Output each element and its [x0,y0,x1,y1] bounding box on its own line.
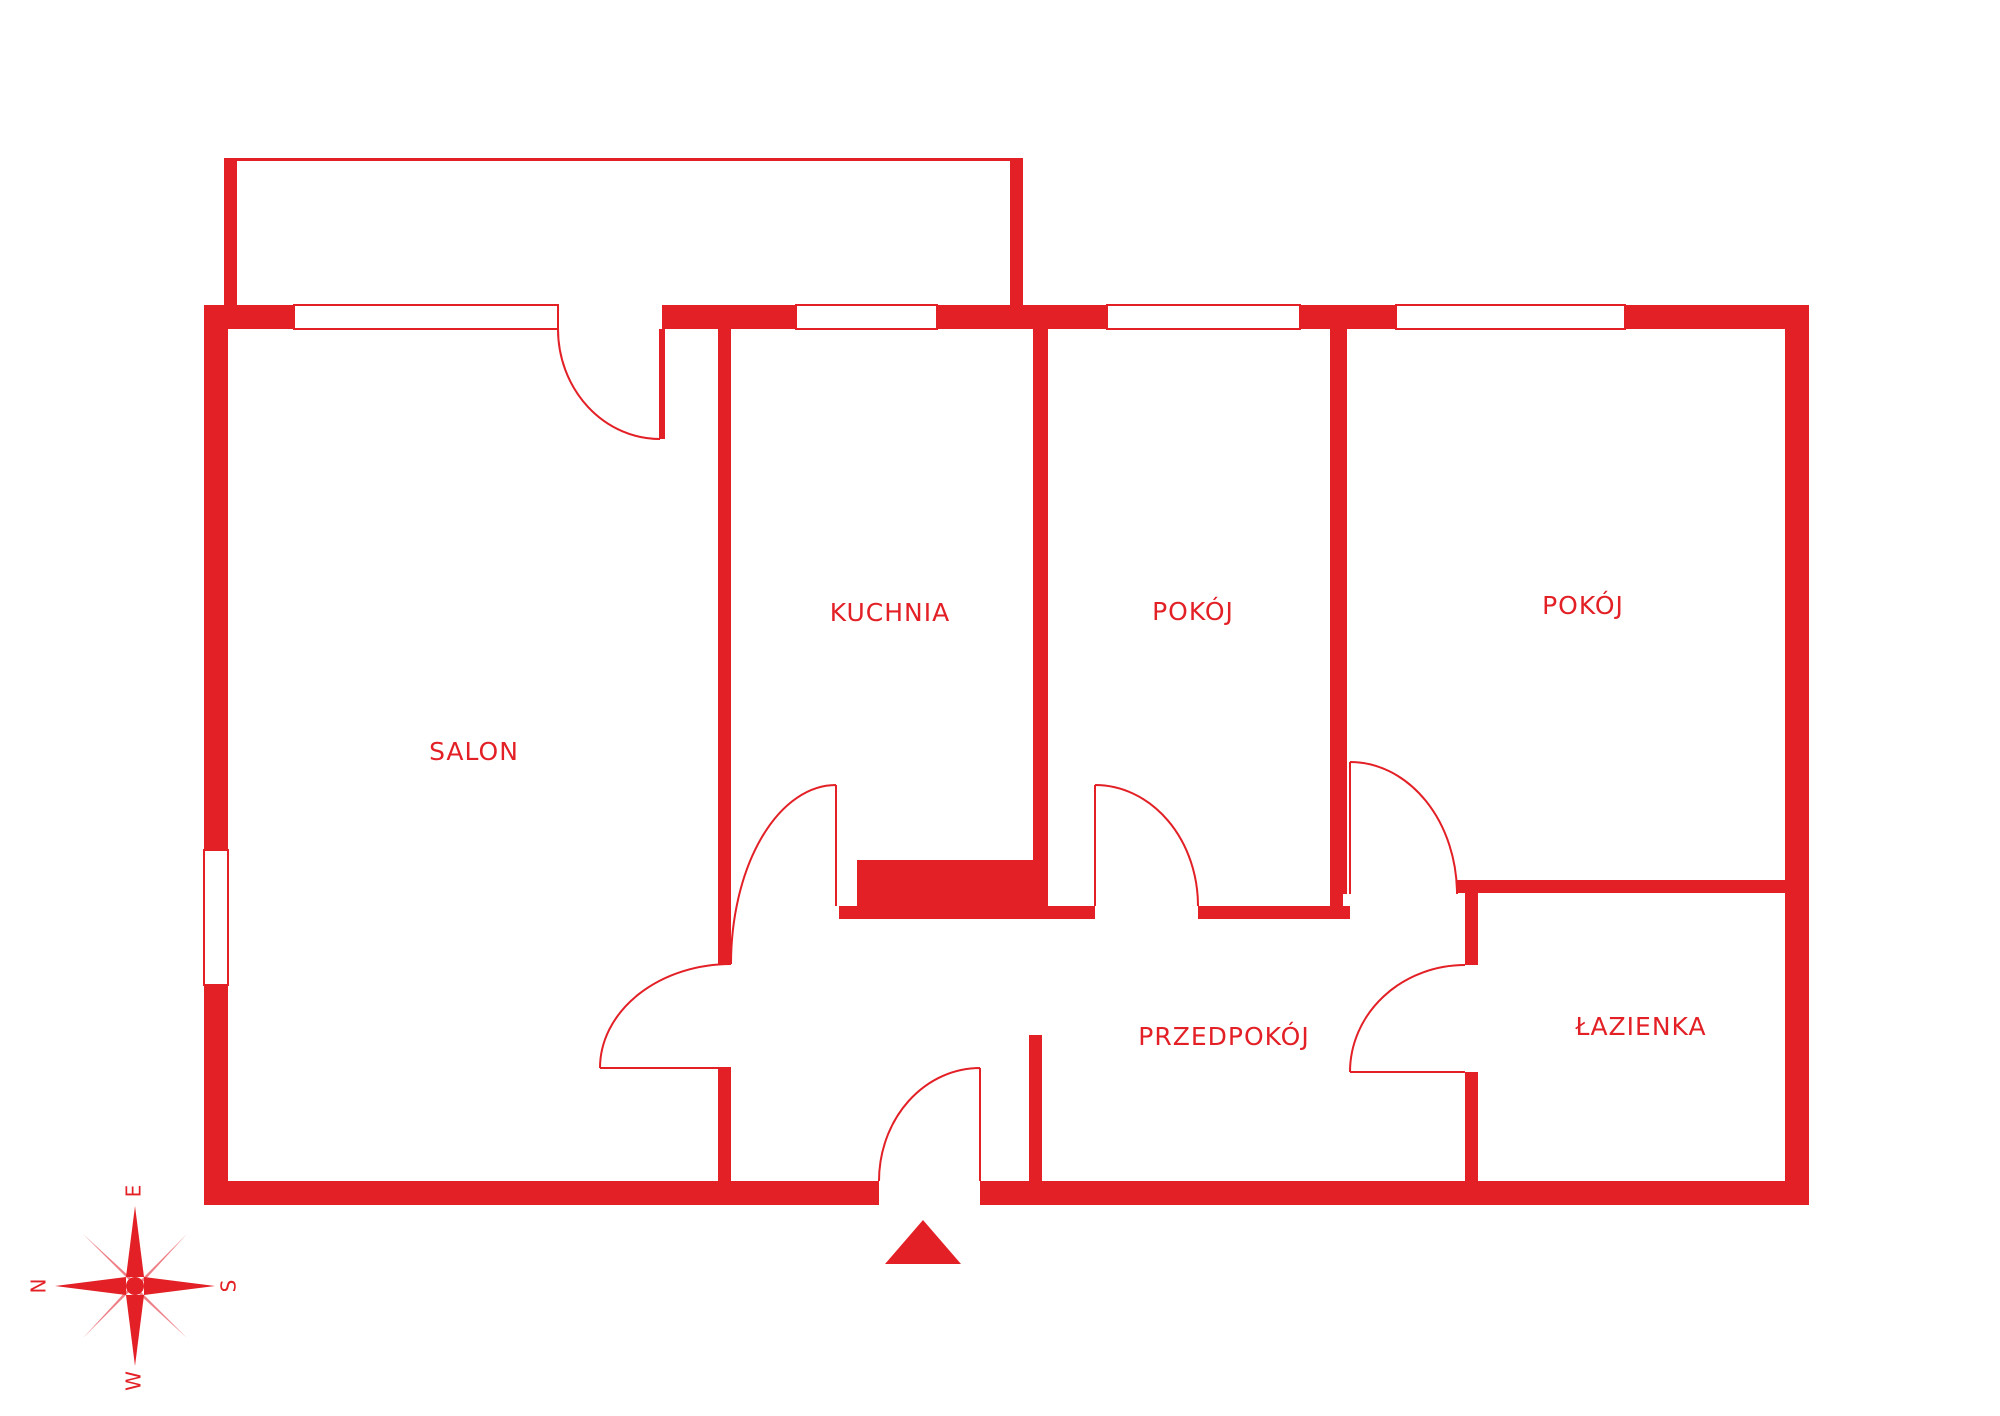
wall-left-1 [204,305,228,850]
outer-walls [203,304,1809,1205]
wall-kuchnia-pokoj [1033,329,1048,916]
compass-ray-sw [83,1286,135,1338]
window-pokoj-1 [1106,304,1301,330]
wall-pokoj-door-stub [1343,329,1347,894]
compass-letter-w: W [122,1371,146,1391]
room-label-pokoj-2: POKÓJ [1542,590,1624,620]
door-entrance [878,1067,981,1182]
door-pokoj-1 [1094,784,1199,907]
wall-salon-door-stub [660,329,665,439]
compass-ray-nw [83,1234,135,1286]
wall-lazienka-left-lower [1465,1072,1478,1181]
compass-letter-e: E [122,1185,146,1198]
wall-top-2 [662,305,796,329]
room-label-salon: SALON [429,737,519,766]
compass-ray-right [144,1277,215,1295]
room-label-lazienka: ŁAZIENKA [1574,1012,1706,1041]
balcony-wall-left [224,158,237,306]
room-label-pokoj-1: POKÓJ [1152,596,1234,626]
wall-bottom-2 [980,1181,1809,1205]
wall-top-5 [1625,305,1804,329]
door-balcony [557,328,661,440]
wall-przedpokoj-stub [1029,1035,1042,1181]
window-pokoj-2 [1395,304,1626,330]
door-kuchnia [730,784,837,965]
balcony [224,158,1023,306]
door-pokoj-2 [1349,761,1458,895]
wall-pokoj-pokoj [1330,329,1343,919]
wall-salon-kuchnia-lower [718,1068,731,1181]
door-lazienka [1349,964,1466,1073]
wall-kuchnia-bottom [839,906,1040,919]
wall-bottom-1 [204,1181,879,1205]
wall-lazienka-left-upper [1465,893,1478,965]
compass-ray-up [126,1206,144,1277]
compass-letter-s: S [217,1280,241,1293]
window-salon [293,304,559,330]
compass-ray-se [135,1286,187,1338]
balcony-wall-right [1010,158,1023,306]
wall-top-3 [937,305,1107,329]
wall-left-2 [204,985,228,1205]
compass-ray-left [55,1277,126,1295]
balcony-rail [224,158,1023,161]
doors [557,328,1466,1182]
wall-lazienka-top [1457,880,1785,893]
compass-ray-down [126,1295,144,1366]
compass-letter-n: N [27,1279,51,1294]
compass-rose-icon: E N S W [27,1185,241,1391]
wall-right [1785,305,1809,1205]
room-label-kuchnia: KUCHNIA [830,598,950,627]
entrance-arrow-icon [885,1220,961,1264]
window-kuchnia [795,304,938,330]
interior-walls [660,329,1785,1181]
compass-ray-ne [135,1234,187,1286]
window-salon-side [203,849,229,986]
wall-top-4 [1300,305,1396,329]
compass-center [126,1277,144,1295]
wall-pokoj-bottom-right [1198,906,1350,919]
wall-salon-kuchnia-upper [718,329,731,964]
room-label-przedpokoj: PRZEDPOKÓJ [1138,1021,1309,1051]
door-salon [599,963,732,1069]
wall-pokoj-bottom-left [1040,906,1095,919]
